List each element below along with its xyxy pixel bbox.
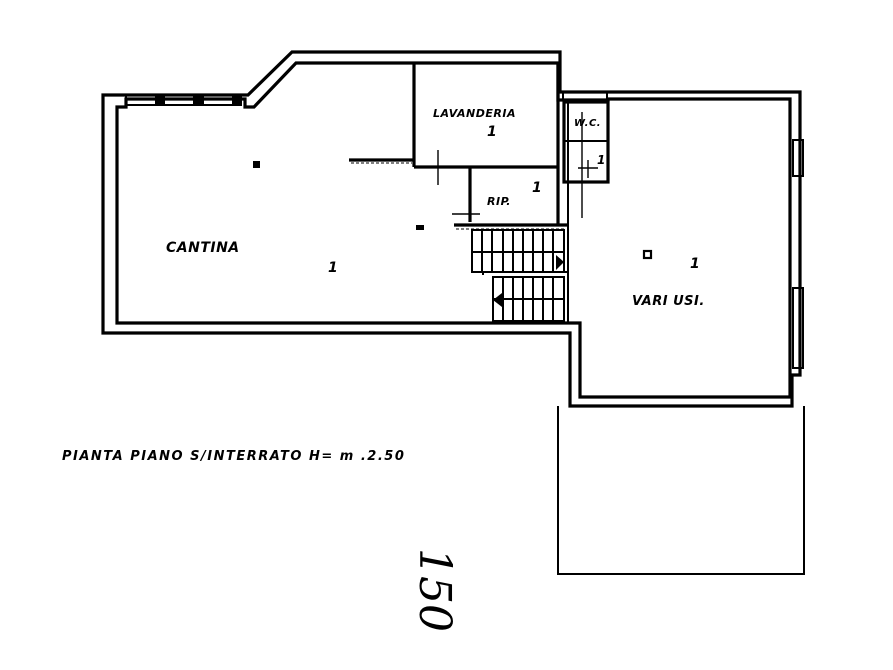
handwritten-note: 150 (409, 548, 460, 632)
outdoor-area (557, 406, 805, 575)
two-flight-stair (471, 229, 568, 322)
room-marker-rip: 1 (532, 180, 542, 196)
light-point-icon (416, 225, 424, 230)
room-marker-cantina: 1 (328, 260, 338, 276)
room-labels: CANTINA 1 LAVANDERIA 1 RIP. 1 W.C. 1 VAR… (166, 107, 705, 309)
interior-walls (349, 63, 610, 323)
room-label-cantina: CANTINA (166, 240, 240, 256)
ceiling-point-markers (253, 161, 653, 260)
window-openings (125, 91, 804, 369)
room-marker-lavanderia: 1 (487, 124, 497, 140)
stair-arrow-down-icon (493, 293, 502, 307)
room-marker-vari-usi: 1 (690, 256, 700, 272)
room-marker-wc: 1 (597, 153, 606, 167)
light-point-icon (253, 161, 260, 168)
room-label-rip: RIP. (487, 195, 511, 208)
room-label-lavanderia: LAVANDERIA (433, 107, 516, 120)
light-point-icon (642, 249, 653, 260)
room-label-vari-usi: VARI USI. (632, 294, 705, 309)
room-label-wc: W.C. (574, 118, 601, 129)
drawing-caption: PIANTA PIANO S/INTERRATO H= m .2.50 (62, 449, 405, 464)
stair-arrow-up-icon (556, 255, 564, 270)
